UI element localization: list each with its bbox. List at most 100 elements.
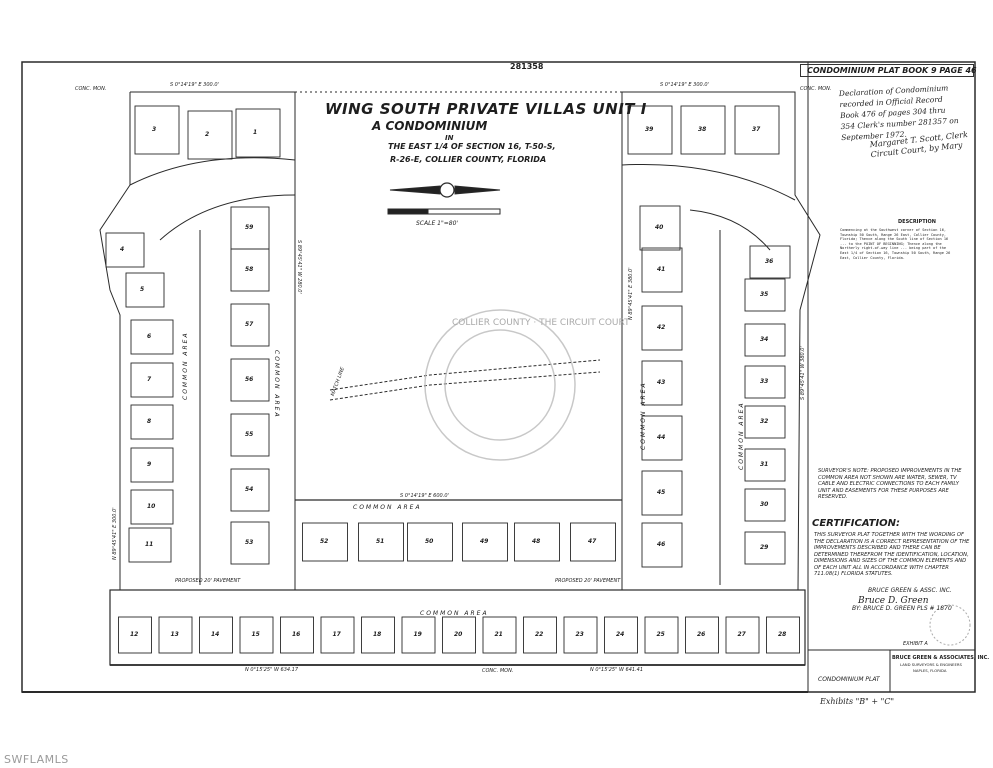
lot-12-outline [118, 616, 152, 654]
certification-firm: BRUCE GREEN & ASSC. INC. [868, 587, 952, 594]
lot-15-label: 15 [251, 631, 260, 638]
lot-7-label: 7 [147, 376, 152, 383]
bearing-inner-left: S 89°45'41" W 280.0' [296, 240, 302, 294]
lot-17-label: 17 [332, 631, 341, 638]
lot-25-label: 25 [656, 631, 665, 638]
lot-41-label: 41 [657, 266, 666, 273]
lot-51-outline [358, 522, 404, 562]
lot-43-label: 43 [657, 379, 666, 386]
certification-heading: CERTIFICATION: [812, 518, 901, 529]
lot-40-label: 40 [655, 224, 664, 231]
common-area-label-bottom: COMMON AREA [420, 610, 489, 617]
bearing-bottom-right: N 0°15'25" W 641.41 [590, 667, 644, 673]
lot-49-outline [462, 522, 508, 562]
document-number: 281358 [510, 62, 544, 71]
lot-23-outline [563, 616, 598, 654]
bearing-top-left: S 0°14'19" E 300.0' [170, 82, 219, 88]
lot-7-outline [130, 362, 174, 398]
lot-22-outline [523, 616, 557, 654]
lot-57-outline [230, 303, 270, 347]
lot-41-outline [641, 247, 683, 293]
lot-51-label: 51 [376, 538, 385, 545]
lot-25-outline [644, 616, 679, 654]
lot-42-outline [641, 305, 683, 351]
lot-35-outline [744, 278, 786, 312]
bearing-right-side: S 89°45'41" W 380.0' [800, 346, 806, 400]
bearing-bottom-left: N 0°15'25" W 634.17 [245, 667, 299, 673]
lot-50-label: 50 [425, 538, 434, 545]
proposed-pavement-right: PROPOSED 20' PAVEMENT [555, 578, 621, 584]
certification-text: THIS SURVEYOR PLAT TOGETHER WITH THE WOR… [814, 532, 970, 577]
lot-39-label: 39 [645, 126, 654, 133]
lot-31-label: 31 [760, 461, 769, 468]
lot-6-label: 6 [147, 333, 152, 340]
lot-53-label: 53 [245, 539, 254, 546]
location-line-2: R-26-E, COLLIER COUNTY, FLORIDA [390, 155, 547, 164]
lot-34-outline [744, 323, 786, 357]
lot-1-label: 1 [253, 129, 258, 136]
description-text: Commencing at the Southwest corner of Se… [840, 228, 951, 260]
lot-45-label: 45 [657, 489, 666, 496]
lot-38-label: 38 [698, 126, 707, 133]
in-label: IN [445, 134, 454, 142]
lot-58-outline [230, 248, 270, 292]
lot-14-label: 14 [211, 631, 220, 638]
watermark: SWFLAMLS [4, 753, 69, 766]
exhibits-note: Exhibits "B" + "C" [820, 697, 895, 706]
lot-32-label: 32 [760, 418, 769, 425]
common-area-label-left: COMMON AREA [273, 350, 280, 419]
lot-30-outline [744, 488, 786, 522]
lot-13-outline [158, 616, 193, 654]
title-block-firm: BRUCE GREEN & ASSOCIATES, INC. [892, 655, 990, 661]
lot-59-label: 59 [245, 224, 254, 231]
lot-46-label: 46 [657, 541, 666, 548]
lot-46-outline [641, 522, 683, 568]
proposed-pavement-left: PROPOSED 20' PAVEMENT [175, 578, 241, 584]
lot-2-outline [187, 110, 233, 160]
lot-4-label: 4 [120, 246, 125, 253]
surveyor-by-line: BY: BRUCE D. GREEN PLS # 1870 [852, 605, 952, 612]
lot-56-outline [230, 358, 270, 402]
lot-1-outline [235, 108, 281, 158]
lot-26-outline [685, 616, 719, 654]
common-area-label-left-inner: COMMON AREA [182, 331, 189, 400]
lot-32-outline [744, 405, 786, 439]
title-block-frame [807, 649, 976, 693]
lot-44-outline [641, 415, 683, 461]
lot-33-outline [744, 365, 786, 399]
lot-50-outline [407, 522, 453, 562]
lot-3-outline [134, 105, 180, 155]
lot-4-outline [105, 232, 145, 268]
lot-28-outline [766, 616, 800, 654]
lot-55-label: 55 [245, 431, 254, 438]
lot-10-label: 10 [147, 503, 156, 510]
seal-text: COLLIER COUNTY · THE CIRCUIT COURT [452, 318, 630, 328]
lot-13-label: 13 [170, 631, 179, 638]
lot-48-label: 48 [532, 538, 541, 545]
lot-44-label: 44 [657, 434, 666, 441]
lot-24-label: 24 [616, 631, 625, 638]
lot-53-outline [230, 521, 270, 565]
lot-29-outline [744, 531, 786, 565]
lot-20-outline [442, 616, 476, 654]
lot-33-label: 33 [760, 378, 769, 385]
bearing-middle: S 0°14'19" E 600.0' [400, 493, 449, 499]
lot-16-outline [280, 616, 314, 654]
lot-28-label: 28 [778, 631, 787, 638]
lot-38-outline [680, 105, 726, 155]
lot-17-outline [320, 616, 355, 654]
plat-book-reference: CONDOMINIUM PLAT BOOK 9 PAGE 46 [800, 64, 977, 77]
lot-56-label: 56 [245, 376, 254, 383]
lot-45-outline [641, 470, 683, 516]
lot-48-outline [514, 522, 560, 562]
lot-47-label: 47 [588, 538, 597, 545]
conc-mon-right: CONC. MON. [800, 86, 832, 92]
lot-8-label: 8 [147, 418, 152, 425]
lot-37-outline [734, 105, 780, 155]
lot-5-outline [125, 272, 165, 308]
lot-2-label: 2 [205, 131, 210, 138]
common-area-label-right-inner: COMMON AREA [738, 401, 745, 470]
lot-11-outline [128, 527, 172, 563]
lot-14-outline [199, 616, 233, 654]
